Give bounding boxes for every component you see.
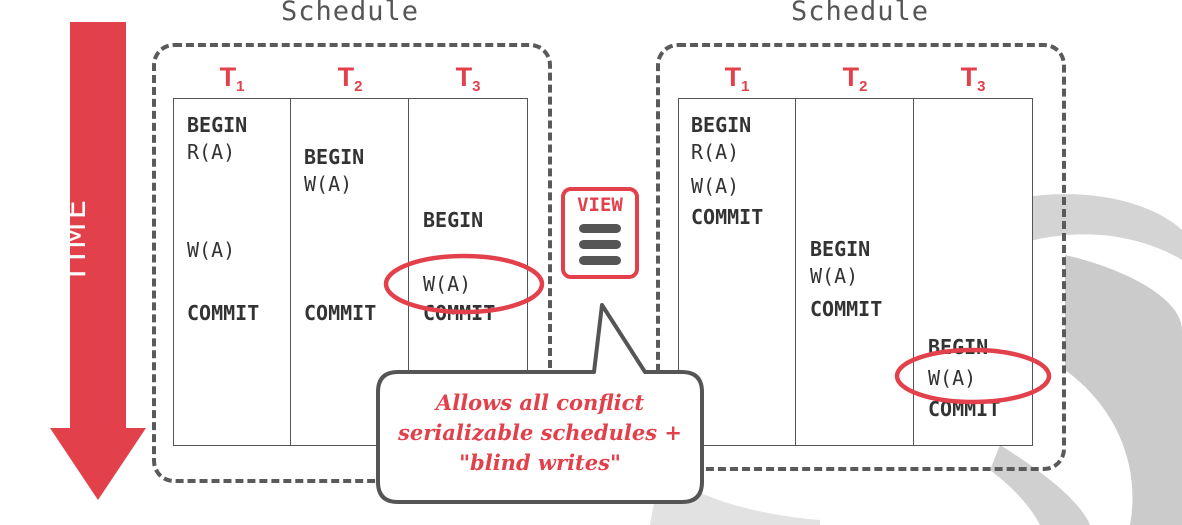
right-t2-begin: BEGIN [810, 237, 871, 261]
left-t1-write: W(A) [187, 238, 236, 262]
equivalence-bar [579, 240, 621, 249]
left-t2-commit: COMMIT [304, 301, 377, 325]
right-schedule-table [678, 98, 1033, 446]
left-t1-read: R(A) [187, 140, 236, 164]
right-highlight-ellipse [894, 347, 1052, 405]
right-txn-header-t1: T1 [724, 62, 750, 95]
column-divider [795, 99, 796, 445]
right-txn-header-t2: T2 [842, 62, 868, 95]
left-highlight-ellipse [383, 253, 545, 315]
right-schedule-title: Schedule [790, 0, 930, 27]
view-icon: VIEW [561, 187, 639, 279]
left-txn-header-t2: T2 [337, 62, 363, 95]
left-txn-header-t3: T3 [455, 62, 481, 95]
right-t1-write: W(A) [691, 174, 740, 198]
column-divider [408, 99, 409, 445]
right-t1-commit: COMMIT [691, 205, 764, 229]
callout-bubble [376, 303, 704, 504]
right-t1-begin: BEGIN [691, 113, 752, 137]
left-schedule-border [152, 43, 552, 483]
right-t2-write: W(A) [810, 264, 859, 288]
equivalence-bar [579, 256, 621, 265]
time-label: TIME [57, 196, 93, 284]
right-schedule-border [656, 43, 1066, 471]
left-t1-begin: BEGIN [187, 113, 248, 137]
left-t3-write: W(A) [423, 272, 472, 296]
callout-line-1: Allows all conflict [435, 390, 645, 415]
callout-text: Allows all conflict serializable schedul… [378, 388, 702, 478]
right-t3-write: W(A) [928, 366, 977, 390]
view-label: VIEW [577, 194, 623, 216]
right-t1-read: R(A) [691, 140, 740, 164]
right-t2-commit: COMMIT [810, 297, 883, 321]
left-t3-begin: BEGIN [423, 208, 484, 232]
left-t2-begin: BEGIN [304, 145, 365, 169]
column-divider [290, 99, 291, 445]
time-arrow [50, 22, 146, 500]
left-schedule-title: Schedule [280, 0, 420, 27]
equivalence-bar [579, 224, 621, 233]
column-divider [913, 99, 914, 445]
callout-line-3: "blind writes" [459, 450, 621, 475]
callout-line-2: serializable schedules + [398, 420, 682, 445]
left-t1-commit: COMMIT [187, 301, 260, 325]
left-txn-header-t1: T1 [219, 62, 245, 95]
right-txn-header-t3: T3 [960, 62, 986, 95]
left-t2-write: W(A) [304, 172, 353, 196]
